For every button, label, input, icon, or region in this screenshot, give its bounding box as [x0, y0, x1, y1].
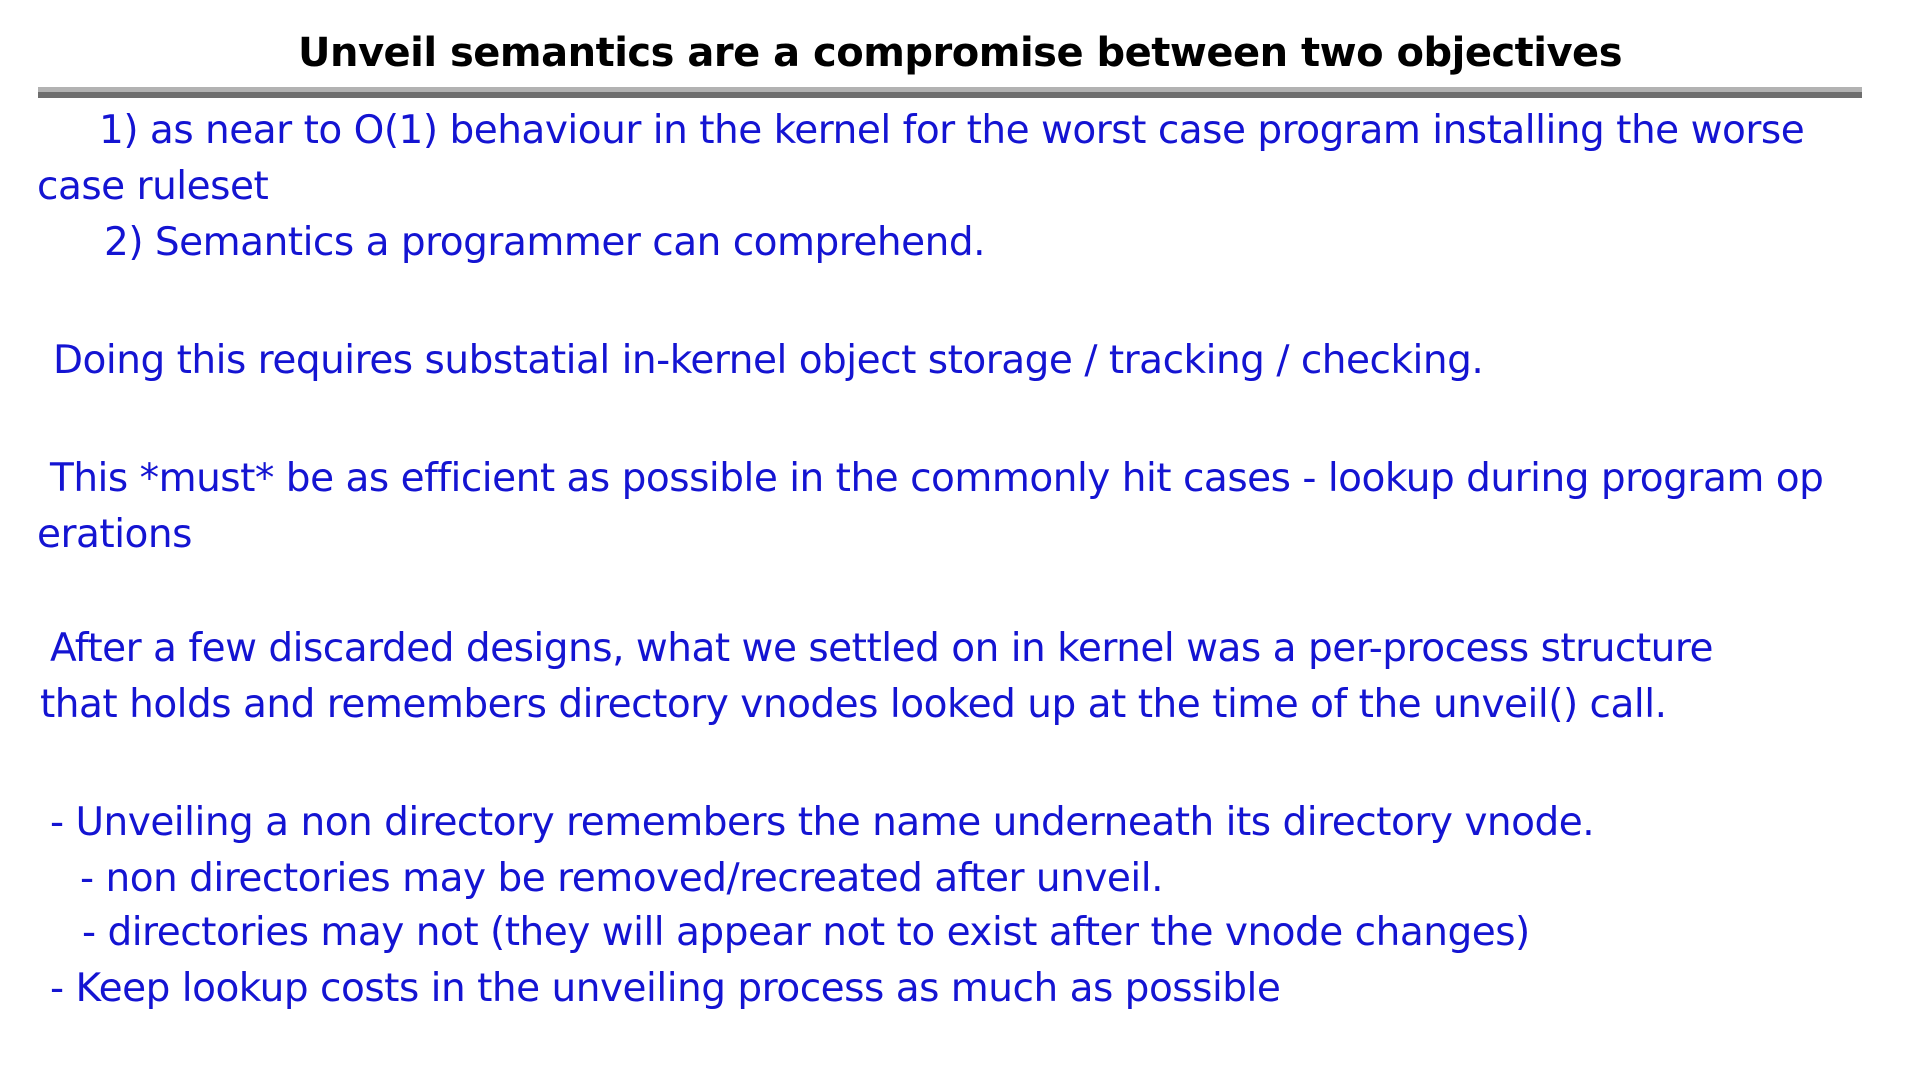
title-divider-top-bar [38, 87, 1862, 92]
title-divider-bottom-bar [38, 92, 1862, 98]
slide-line-design-note-wrap: that holds and remembers directory vnode… [40, 682, 1667, 727]
slide-bullet-dir-may-not: - directories may not (they will appear … [82, 910, 1530, 955]
slide-line-efficiency-note-wrap: erations [37, 512, 192, 557]
slide-line-efficiency-note: This *must* be as efficient as possible … [50, 456, 1824, 501]
slide-title: Unveil semantics are a compromise betwee… [297, 30, 1623, 76]
slide-bullet-lookup-costs: - Keep lookup costs in the unveiling pro… [50, 966, 1281, 1011]
slide-line-design-note: After a few discarded designs, what we s… [50, 626, 1714, 671]
slide-line-objective-1: 1) as near to O(1) behaviour in the kern… [99, 108, 1805, 153]
slide-bullet-nondir-removed: - non directories may be removed/recreat… [80, 856, 1163, 901]
slide-line-objective-1-wrap: case ruleset [37, 164, 269, 209]
slide-bullet-unveiling-nondir: - Unveiling a non directory remembers th… [50, 800, 1595, 845]
slide-line-storage-note: Doing this requires substatial in-kernel… [53, 338, 1484, 383]
title-divider [38, 87, 1862, 98]
slide-line-objective-2: 2) Semantics a programmer can comprehend… [104, 220, 986, 265]
